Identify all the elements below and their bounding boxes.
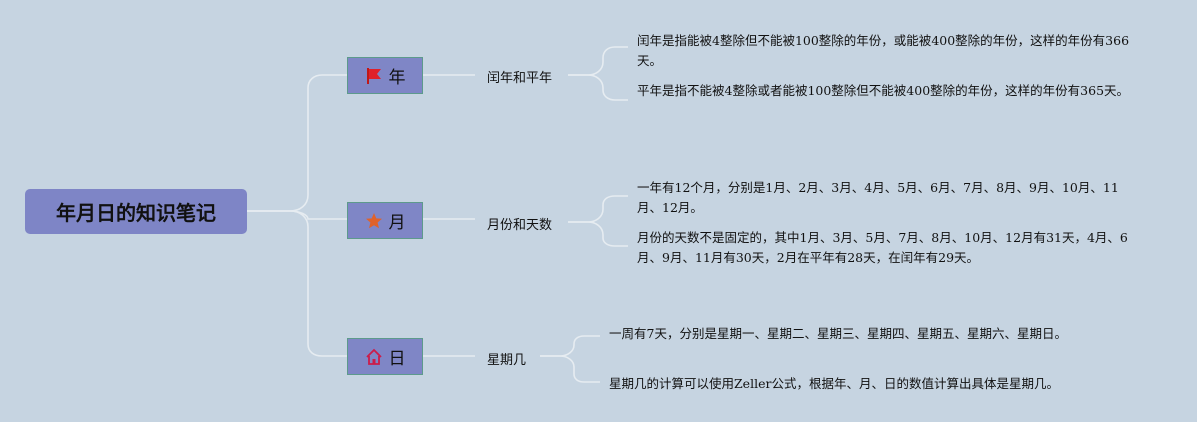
star-icon (365, 212, 383, 230)
branch-year-label: 年 (388, 68, 406, 88)
branch-month[interactable]: 月 (347, 202, 423, 239)
sub-topic-leap-common-year[interactable]: 闰年和平年 (487, 71, 553, 86)
sub-topic-months-days[interactable]: 月份和天数 (487, 218, 553, 233)
root-topic[interactable]: 年月日的知识笔记 (25, 189, 247, 234)
leaf-seven-days[interactable]: 一周有7天，分别是星期一、星期二、星期三、星期四、星期五、星期六、星期日。 (609, 326, 1067, 341)
leaf-leap-year[interactable]: 闰年是指能被4整除但不能被100整除的年份，或能被400整除的年份，这样的年份有… (637, 33, 1130, 68)
leaf-twelve-months[interactable]: 一年有12个月，分别是1月、2月、3月、4月、5月、6月、7月、8月、9月、10… (637, 180, 1119, 215)
root-title: 年月日的知识笔记 (56, 201, 216, 225)
branch-day-label: 日 (388, 349, 406, 369)
leaf-common-year[interactable]: 平年是指不能被4整除或者能被100整除但不能被400整除的年份，这样的年份有36… (637, 83, 1130, 98)
red-flag-icon (365, 67, 383, 85)
leaf-zeller-formula[interactable]: 星期几的计算可以使用Zeller公式，根据年、月、日的数值计算出具体是星期几。 (609, 376, 1059, 391)
branch-day[interactable]: 日 (347, 338, 423, 375)
home-icon (365, 348, 383, 366)
leaf-month-days[interactable]: 月份的天数不是固定的，其中1月、3月、5月、7月、8月、10月、12月有31天，… (637, 230, 1128, 265)
branch-month-label: 月 (388, 213, 406, 233)
branch-year[interactable]: 年 (347, 57, 423, 94)
sub-topic-weekday[interactable]: 星期几 (487, 353, 527, 368)
